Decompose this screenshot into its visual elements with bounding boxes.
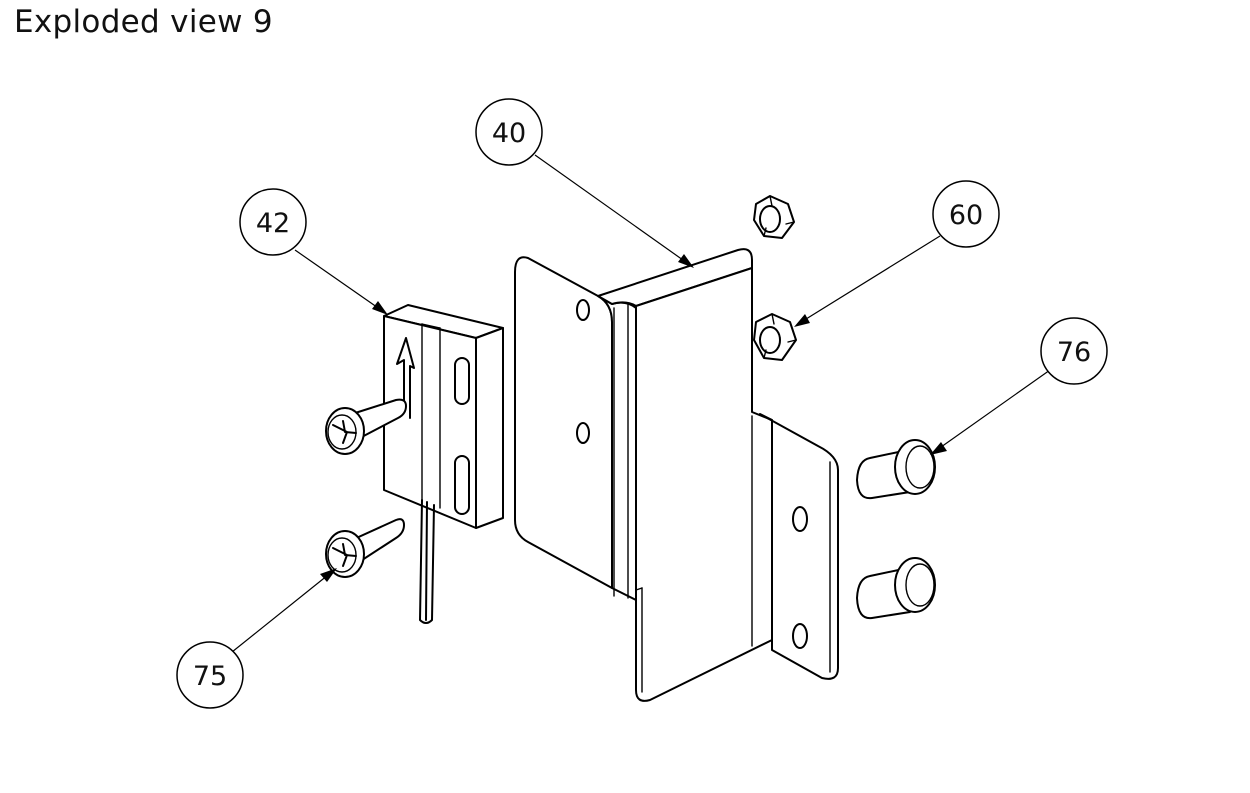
leader-75 bbox=[231, 568, 337, 653]
pin-part-76-upper bbox=[856, 439, 936, 500]
balloon-75: 75 bbox=[176, 641, 244, 709]
leader-40 bbox=[534, 154, 694, 268]
svg-text:76: 76 bbox=[1057, 337, 1091, 368]
leader-60 bbox=[794, 235, 941, 327]
svg-text:60: 60 bbox=[949, 200, 983, 231]
pin-part-76-lower bbox=[856, 557, 936, 620]
svg-text:75: 75 bbox=[193, 661, 227, 692]
balloon-60: 60 bbox=[932, 180, 1000, 248]
balloon-40: 40 bbox=[475, 98, 543, 166]
svg-text:42: 42 bbox=[256, 208, 290, 239]
balloon-76: 76 bbox=[1040, 317, 1108, 385]
screw-part-75-upper bbox=[325, 398, 407, 455]
screw-part-75-lower bbox=[325, 518, 405, 578]
bracket-part-40 bbox=[514, 248, 839, 702]
page-title: Exploded view 9 bbox=[14, 4, 273, 40]
sensor-block-part-42 bbox=[383, 304, 504, 624]
leader-76 bbox=[930, 369, 1051, 455]
balloon-42: 42 bbox=[239, 188, 307, 256]
leader-42 bbox=[294, 249, 388, 315]
nut-part-60-upper bbox=[753, 195, 795, 239]
svg-text:40: 40 bbox=[492, 118, 526, 149]
nut-part-60-lower bbox=[753, 313, 797, 361]
